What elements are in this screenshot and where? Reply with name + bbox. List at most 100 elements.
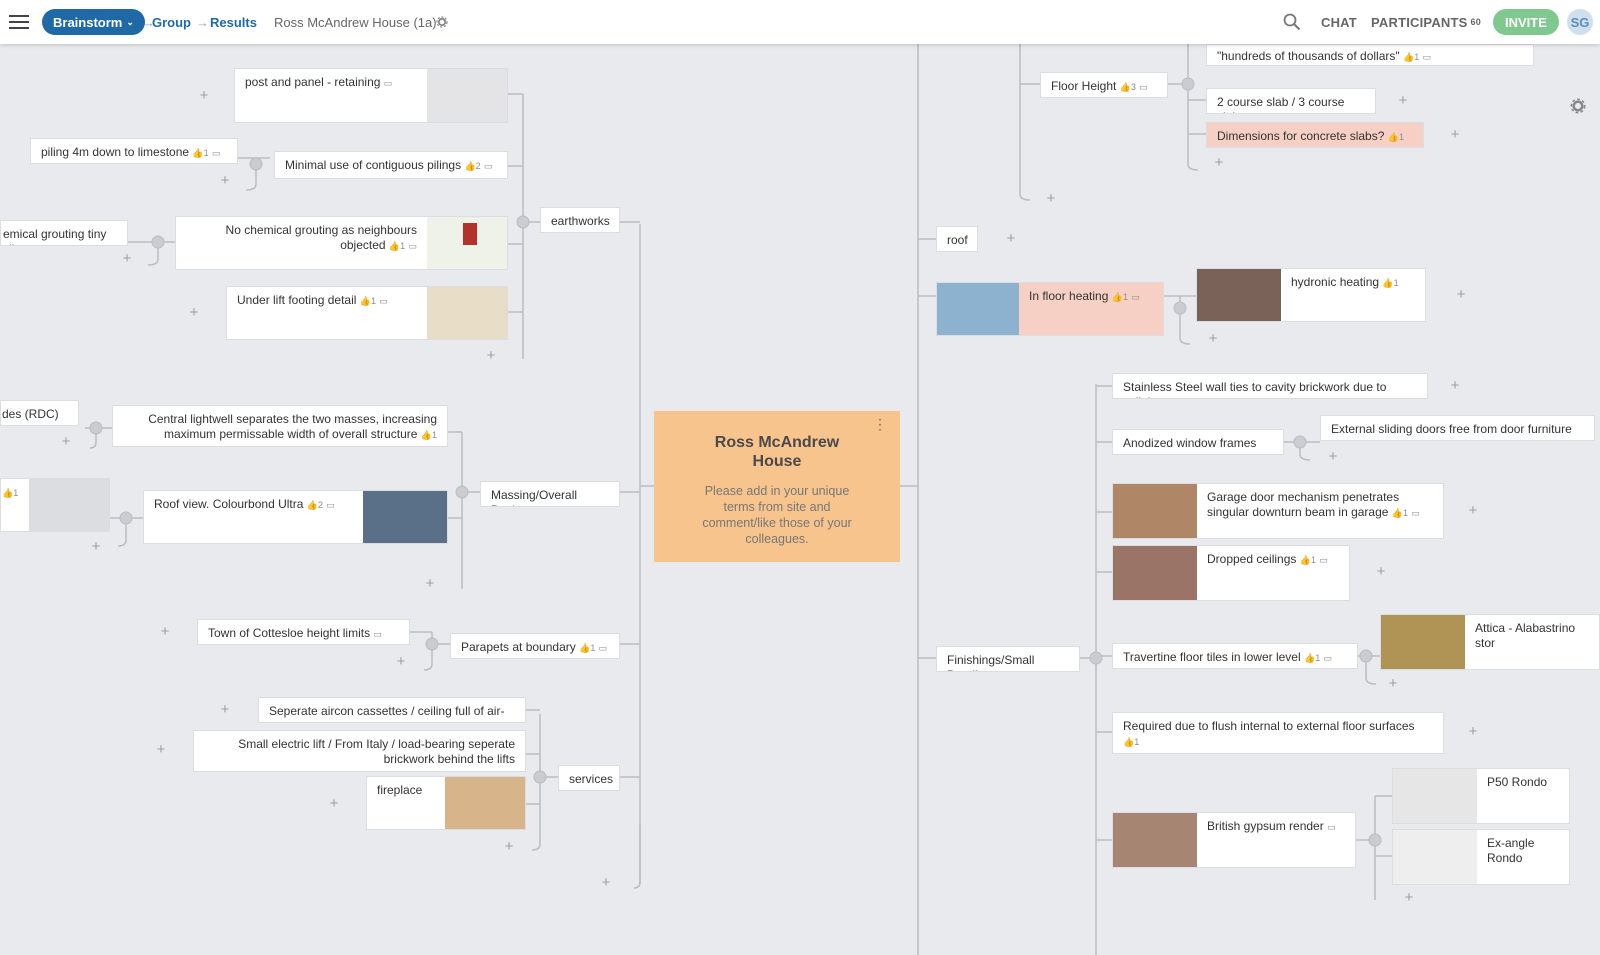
breadcrumb-results[interactable]: Results bbox=[210, 14, 257, 30]
comment-icon[interactable]: ▭ bbox=[1323, 653, 1333, 663]
node-p50[interactable]: P50 Rondo bbox=[1392, 768, 1570, 824]
avatar[interactable]: SG bbox=[1567, 9, 1593, 35]
comment-icon[interactable]: ▭ bbox=[383, 78, 393, 88]
chat-button[interactable]: CHAT bbox=[1321, 14, 1357, 30]
node-dollars[interactable]: "hundreds of thousands of dollars" 👍1 ▭ bbox=[1206, 44, 1534, 66]
node-lightwell[interactable]: Central lightwell separates the two mass… bbox=[112, 405, 448, 447]
add-node-button[interactable]: + bbox=[1376, 563, 1386, 580]
add-node-button[interactable]: + bbox=[396, 653, 406, 670]
comment-icon[interactable]: ▭ bbox=[1422, 52, 1432, 62]
node-lift-footing[interactable]: Under lift footing detail 👍1 ▭ bbox=[226, 286, 508, 340]
node-travertine[interactable]: Travertine floor tiles in lower level 👍1… bbox=[1112, 643, 1358, 669]
thumbs-up-icon[interactable]: 👍1 bbox=[359, 296, 376, 306]
thumbs-up-icon[interactable]: 👍1 bbox=[1391, 508, 1409, 518]
add-node-button[interactable]: + bbox=[91, 538, 101, 555]
node-gypsum[interactable]: British gypsum render ▭ bbox=[1112, 812, 1356, 868]
invite-button[interactable]: INVITE bbox=[1493, 9, 1559, 35]
node-lift[interactable]: Small electric lift / From Italy / load-… bbox=[193, 730, 526, 772]
add-node-button[interactable]: + bbox=[220, 172, 230, 189]
add-node-button[interactable]: + bbox=[199, 87, 209, 104]
thumbs-up-icon[interactable]: 👍1 bbox=[420, 430, 437, 440]
thumbs-up-icon[interactable]: 👍1 bbox=[2, 488, 19, 498]
brainstorm-dropdown[interactable]: Brainstorm ⌄ bbox=[42, 9, 145, 35]
comment-icon[interactable]: ▭ bbox=[373, 629, 382, 639]
thumbs-up-icon[interactable]: 👍1 bbox=[1303, 653, 1321, 663]
comment-icon[interactable]: ▭ bbox=[408, 241, 417, 251]
node-no-chemical[interactable]: No chemical grouting as neighbours objec… bbox=[175, 216, 508, 270]
comment-icon[interactable]: ▭ bbox=[326, 500, 335, 510]
add-node-button[interactable]: + bbox=[220, 701, 230, 718]
thumbs-up-icon[interactable]: 👍2 bbox=[306, 500, 323, 510]
canvas-settings-button[interactable] bbox=[1570, 98, 1586, 119]
node-hydronic[interactable]: hydronic heating 👍1 bbox=[1196, 268, 1426, 322]
breadcrumb-group[interactable]: Group bbox=[152, 14, 191, 30]
add-node-button[interactable]: + bbox=[1006, 230, 1016, 247]
thumbs-up-icon[interactable]: 👍1 bbox=[1402, 52, 1420, 62]
node-aircon[interactable]: Seperate aircon cassettes / ceiling full… bbox=[258, 697, 526, 723]
thumbs-up-icon[interactable]: 👍1 bbox=[192, 148, 209, 158]
node-dropped[interactable]: Dropped ceilings 👍1 ▭ bbox=[1112, 545, 1350, 601]
thumbs-up-icon[interactable]: 👍1 bbox=[1111, 292, 1128, 302]
add-node-button[interactable]: + bbox=[1208, 330, 1218, 347]
node-floor-height[interactable]: Floor Height 👍3 ▭ bbox=[1040, 72, 1168, 98]
add-node-button[interactable]: + bbox=[61, 433, 71, 450]
mindmap-canvas[interactable]: post and panel - retaining ▭ + piling 4m… bbox=[0, 44, 1600, 955]
thumbs-up-icon[interactable]: 👍1 bbox=[579, 643, 596, 653]
node-garage[interactable]: Garage door mechanism penetrates singula… bbox=[1112, 483, 1444, 539]
board-settings-button[interactable] bbox=[436, 0, 448, 44]
node-ex-angle[interactable]: Ex-angle Rondo bbox=[1392, 829, 1570, 885]
central-node[interactable]: ⋮ Ross McAndrew House Please add in your… bbox=[654, 411, 900, 562]
comment-icon[interactable]: ▭ bbox=[1319, 555, 1328, 565]
node-left-small[interactable]: 👍1 bbox=[0, 478, 110, 532]
node-chemical-clip[interactable]: emical grouting tiny clip bbox=[0, 220, 128, 246]
thumbs-up-icon[interactable]: 👍1 bbox=[388, 241, 406, 251]
comment-icon[interactable]: ▭ bbox=[212, 148, 221, 158]
node-services[interactable]: services bbox=[558, 765, 620, 791]
add-node-button[interactable]: + bbox=[1456, 286, 1466, 303]
add-node-button[interactable]: + bbox=[1388, 675, 1398, 692]
node-anodized[interactable]: Anodized window frames 👍1 bbox=[1112, 429, 1284, 455]
add-node-button[interactable]: + bbox=[122, 250, 132, 267]
node-in-floor-heating[interactable]: In floor heating 👍1 ▭ bbox=[936, 282, 1164, 336]
add-node-button[interactable]: + bbox=[601, 874, 611, 891]
node-massing[interactable]: Massing/Overall Design bbox=[480, 481, 620, 507]
add-node-button[interactable]: + bbox=[329, 795, 339, 812]
node-post-panel[interactable]: post and panel - retaining ▭ bbox=[234, 68, 508, 123]
comment-icon[interactable]: ▭ bbox=[1327, 822, 1336, 832]
thumbs-up-icon[interactable]: 👍1 bbox=[1123, 454, 1139, 455]
add-node-button[interactable]: + bbox=[1450, 126, 1460, 143]
add-node-button[interactable]: + bbox=[1046, 190, 1056, 207]
add-node-button[interactable]: + bbox=[160, 623, 170, 640]
comment-icon[interactable]: ▭ bbox=[379, 296, 388, 306]
node-roof[interactable]: roof bbox=[936, 226, 978, 252]
thumbs-up-icon[interactable]: 👍1 bbox=[1123, 737, 1140, 747]
node-flush[interactable]: Required due to flush internal to extern… bbox=[1112, 712, 1444, 754]
node-piling[interactable]: piling 4m down to limestone 👍1 ▭ bbox=[30, 138, 238, 164]
add-node-button[interactable]: + bbox=[1398, 92, 1408, 109]
add-node-button[interactable]: + bbox=[425, 575, 435, 592]
participants-button[interactable]: PARTICIPANTS 60 bbox=[1371, 0, 1481, 44]
add-node-button[interactable]: + bbox=[1468, 723, 1478, 740]
comment-icon[interactable]: ▭ bbox=[598, 643, 608, 653]
add-node-button[interactable]: + bbox=[1404, 889, 1414, 906]
thumbs-up-icon[interactable]: 👍2 bbox=[464, 161, 481, 171]
comment-icon[interactable]: ▭ bbox=[1131, 292, 1140, 302]
thumbs-up-icon[interactable]: 👍3 bbox=[1119, 82, 1136, 92]
thumbs-up-icon[interactable]: 👍1 bbox=[1299, 555, 1316, 565]
node-slab[interactable]: 2 course slab / 3 course slab bbox=[1206, 88, 1376, 114]
node-roof-view[interactable]: Roof view. Colourbond Ultra 👍2 ▭ bbox=[143, 490, 448, 544]
thumbs-up-icon[interactable]: 👍1 bbox=[1382, 278, 1399, 288]
add-node-button[interactable]: + bbox=[486, 347, 496, 364]
node-stainless[interactable]: Stainless Steel wall ties to cavity bric… bbox=[1112, 373, 1428, 399]
node-sliding[interactable]: External sliding doors free from door fu… bbox=[1320, 415, 1595, 441]
node-finishings[interactable]: Finishings/Small Details bbox=[936, 646, 1080, 672]
node-contiguous[interactable]: Minimal use of contiguous pilings 👍2 ▭ bbox=[274, 151, 508, 179]
thumbs-up-icon[interactable]: 👍1 bbox=[1387, 132, 1404, 142]
add-node-button[interactable]: + bbox=[189, 304, 199, 321]
comment-icon[interactable]: ▭ bbox=[1411, 508, 1420, 518]
node-cottesloe[interactable]: Town of Cottesloe height limits ▭ bbox=[197, 619, 410, 645]
add-node-button[interactable]: + bbox=[1468, 502, 1478, 519]
thumbs-up-icon[interactable]: 👍1 bbox=[1331, 440, 1347, 441]
node-attica[interactable]: Attica - Alabastrino stor bbox=[1380, 614, 1600, 670]
add-node-button[interactable]: + bbox=[1450, 377, 1460, 394]
